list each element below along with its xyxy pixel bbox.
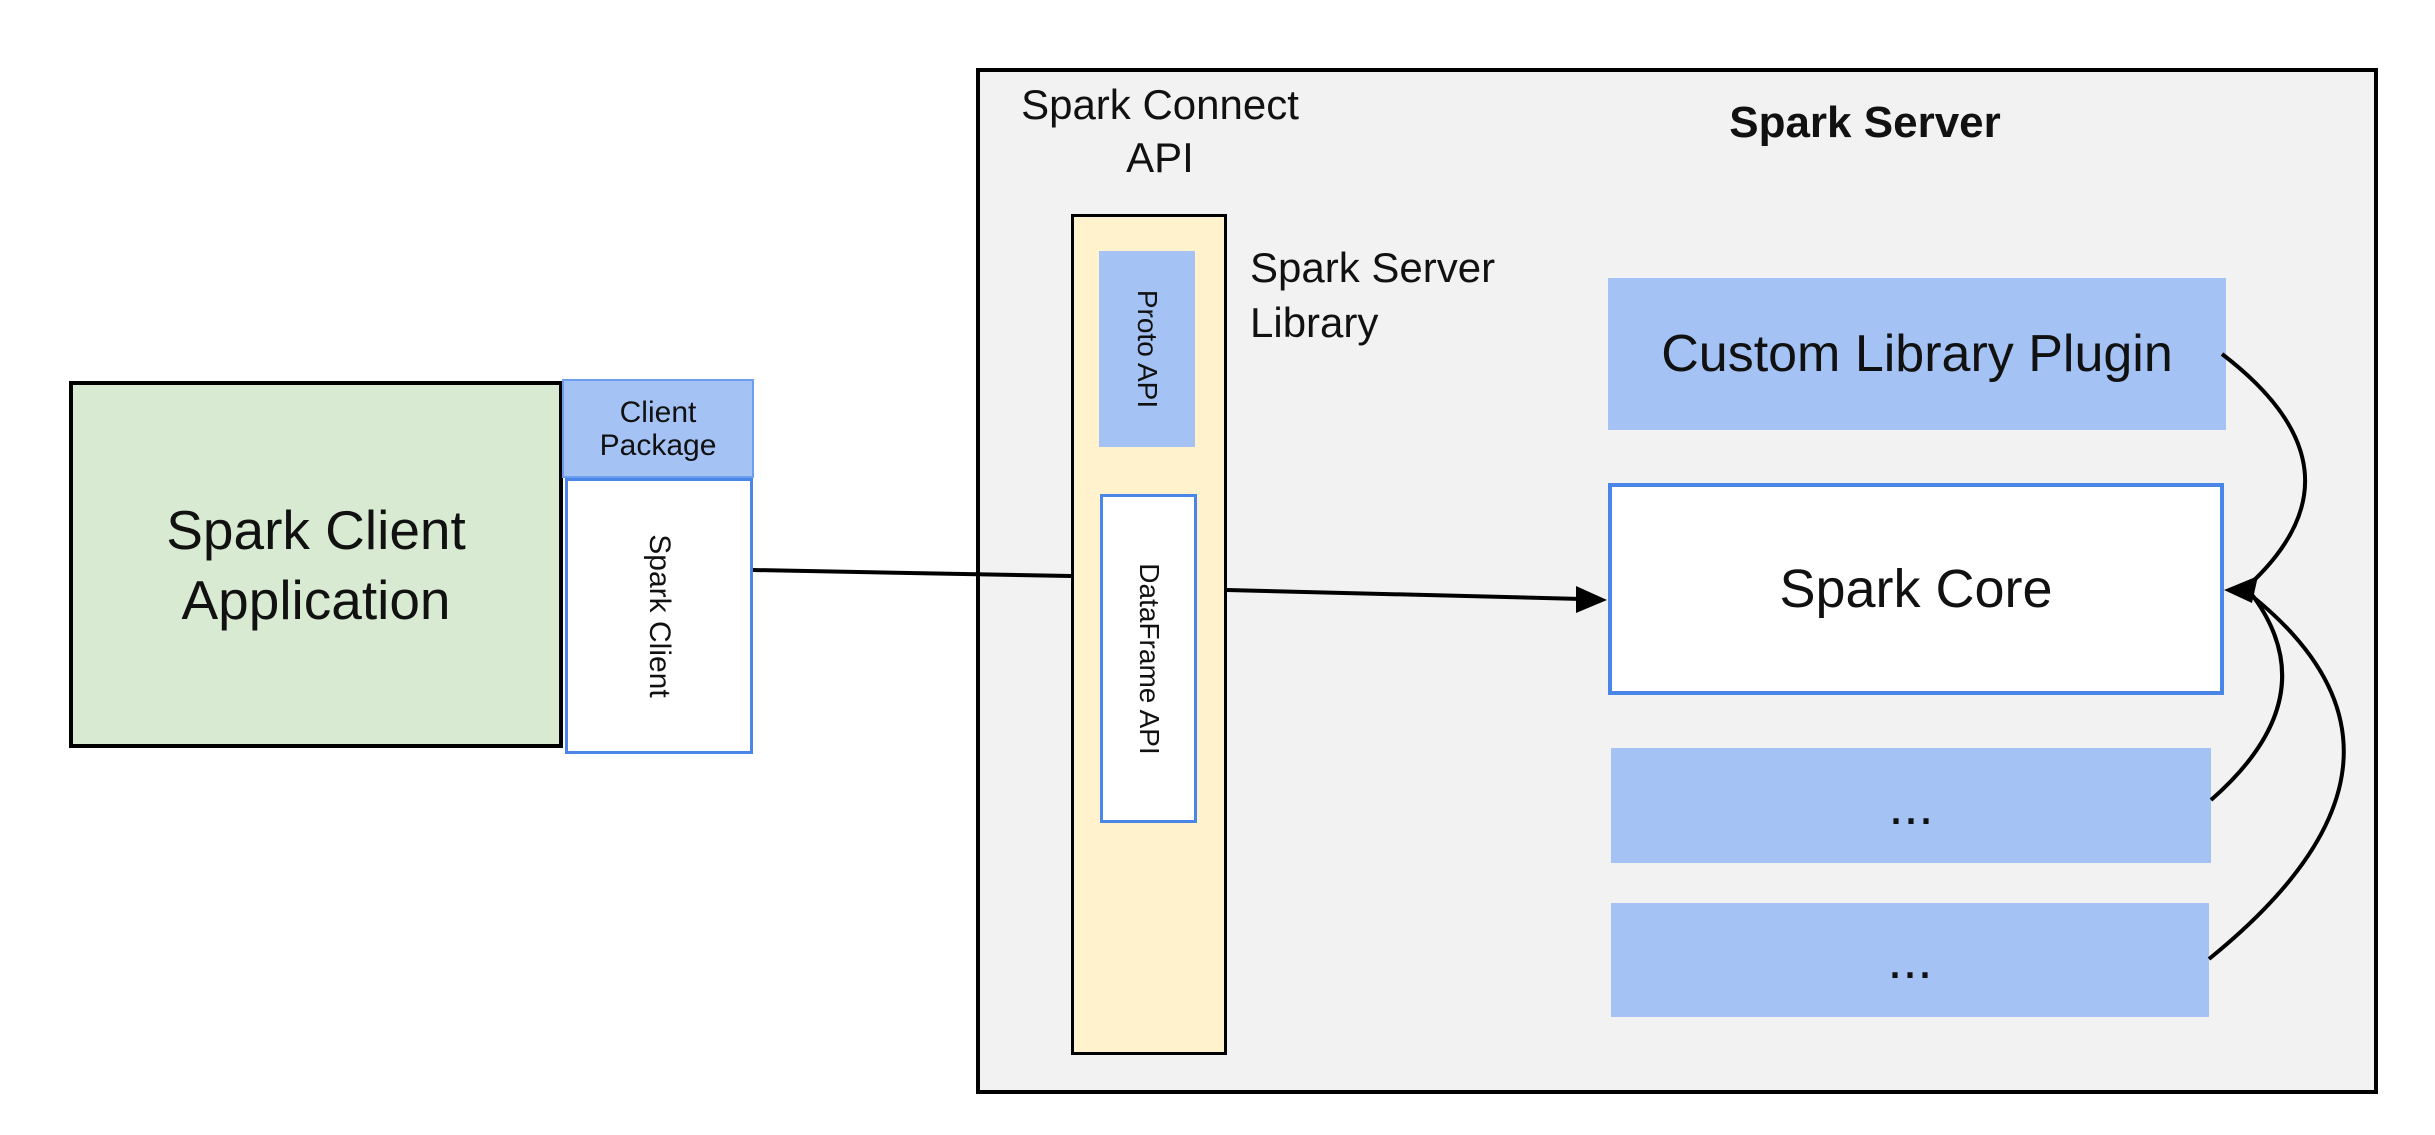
dataframe-api-box: DataFrame API <box>1100 494 1197 823</box>
spark-core-label: Spark Core <box>1779 559 2053 619</box>
proto-api-label: Proto API <box>1132 289 1163 409</box>
proto-api-box: Proto API <box>1099 251 1195 447</box>
client-package-box: Client Package <box>562 379 754 478</box>
spark-client-box: Spark Client <box>565 478 753 754</box>
spark-client-application-label: Spark Client Application <box>166 498 466 631</box>
spark-server-title: Spark Server <box>1729 98 2001 147</box>
server-module-2-label: ... <box>1887 930 1933 990</box>
spark-core-box: Spark Core <box>1608 483 2224 695</box>
spark-client-application-box: Spark Client Application <box>69 381 563 748</box>
custom-library-plugin-box: Custom Library Plugin <box>1608 278 2226 430</box>
server-module-box-1: ... <box>1611 748 2211 863</box>
client-package-label: Client Package <box>599 395 717 462</box>
dataframe-api-label: DataFrame API <box>1133 562 1165 755</box>
spark-client-label: Spark Client <box>643 534 676 698</box>
custom-library-plugin-label: Custom Library Plugin <box>1661 325 2173 383</box>
spark-server-library-label: Spark Server Library <box>1250 244 1496 346</box>
spark-connect-api-label: Spark Connect API <box>1021 81 1299 181</box>
server-module-box-2: ... <box>1611 903 2209 1017</box>
server-module-1-label: ... <box>1888 775 1934 836</box>
